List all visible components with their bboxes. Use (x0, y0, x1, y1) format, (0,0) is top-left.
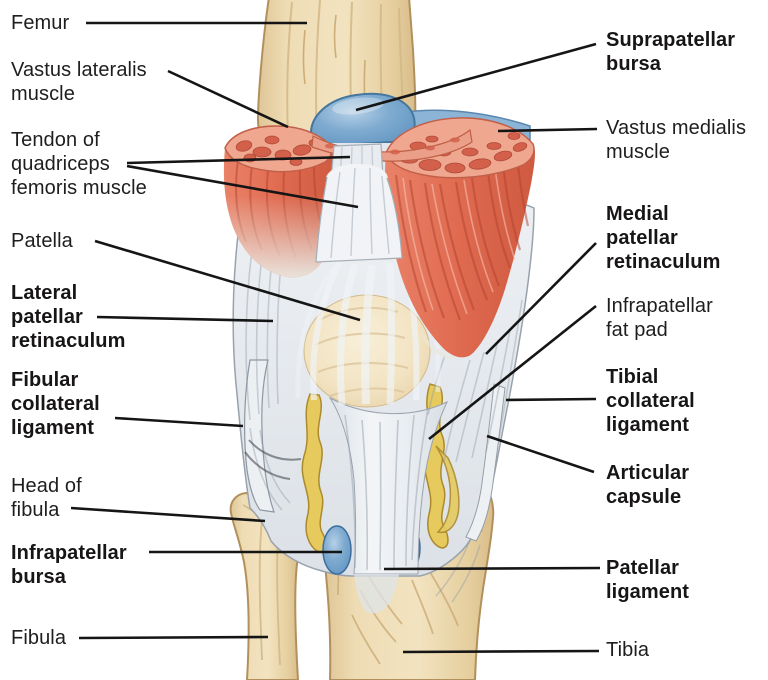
label-vastus-lateralis-muscle: Vastus lateralis muscle (11, 59, 147, 105)
label-femur: Femur (11, 12, 70, 34)
label-articular-capsule: Articular capsule (606, 462, 690, 508)
capsule-creases (244, 439, 302, 480)
tibial-collateral-ligament-shape (465, 383, 506, 542)
label-tibial-collateral-ligament: Tibial collateral ligament (606, 366, 695, 436)
label-fibular-collateral-ligament: Fibular collateral ligament (11, 369, 100, 439)
label-vastus-medialis-muscle: Vastus medialis muscle (606, 117, 747, 163)
label-lateral-patellar-retinaculum: Lateral patellar retinaculum (11, 282, 126, 352)
label-fibula: Fibula (11, 627, 67, 649)
label-head-of-fibula: Head of fibula (11, 475, 82, 521)
label-patella: Patella (11, 230, 73, 252)
label-tendon-of-quadriceps: Tendon of quadriceps femoris muscle (11, 129, 147, 199)
label-medial-patellar-retinaculum: Medial patellar retinaculum (606, 203, 721, 273)
fibular-collateral-ligament-shape (244, 359, 275, 513)
patellar-ligament-shape (328, 396, 449, 614)
leader-lines (70, 21, 601, 654)
label-tibia: Tibia (606, 639, 650, 661)
capsule-fiber-streaks (245, 249, 523, 603)
quadriceps-tendon-shape (315, 143, 403, 263)
label-infrapatellar-bursa: Infrapatellar bursa (11, 542, 127, 588)
label-patellar-ligament: Patellar ligament (606, 557, 690, 603)
label-suprapatellar-bursa: Suprapatellar bursa (606, 29, 736, 75)
label-infrapatellar-fat-pad: Infrapatellar fat pad (606, 295, 713, 341)
